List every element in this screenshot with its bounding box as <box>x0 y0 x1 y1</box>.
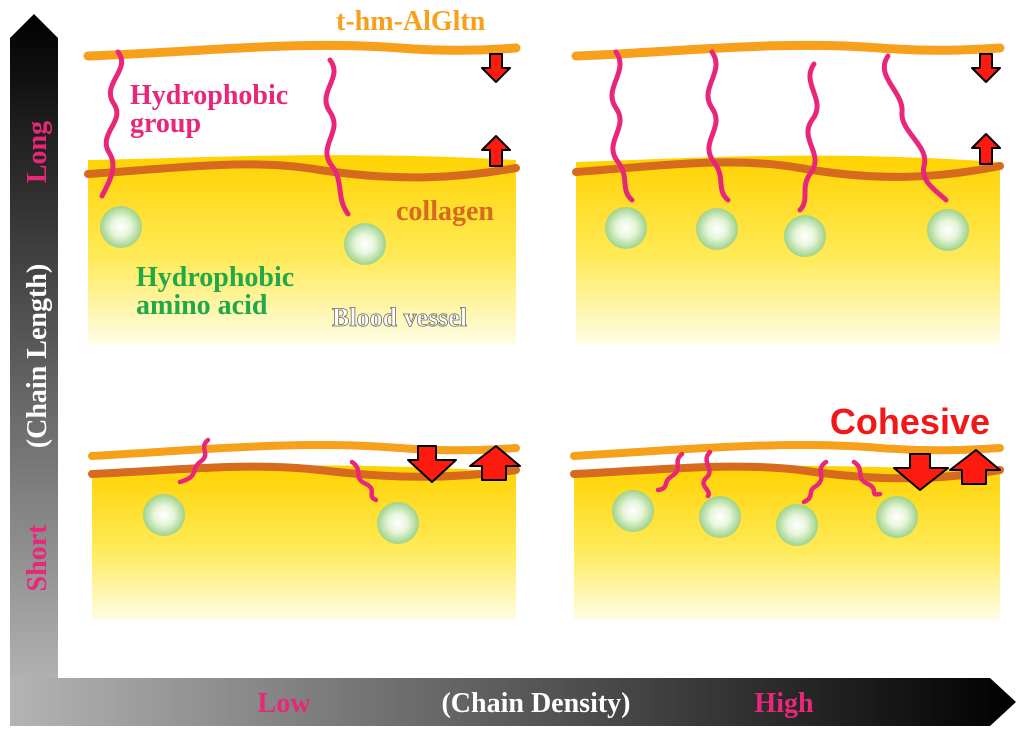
x-axis-title: (Chain Density) <box>441 688 630 719</box>
x-axis-arrow <box>10 678 1016 726</box>
y-axis-arrow <box>10 14 58 690</box>
hydrophobic-group-label: Hydrophobic <box>130 80 288 111</box>
hydrophobic-chain <box>99 49 125 199</box>
hydrophobic-chain <box>701 449 713 499</box>
cohesive-label: Cohesive <box>830 401 990 442</box>
material-layer <box>83 40 521 61</box>
amino-acid-bead <box>344 223 386 265</box>
hydrophobic-chain <box>655 451 685 493</box>
y-axis-short-label: Short <box>22 524 53 592</box>
collagen-layer <box>88 462 520 481</box>
material-layer <box>571 40 1005 61</box>
hydrophobic-amino-label: Hydrophobic <box>136 262 294 293</box>
amino-acid-bead <box>143 494 185 536</box>
y-axis: Long (Chain Length) Short <box>10 14 58 690</box>
panel-short-high: Cohesive <box>570 401 1004 620</box>
amino-acid-bead <box>696 208 738 250</box>
collagen-layer <box>84 160 520 182</box>
up-arrow-icon <box>949 449 1001 485</box>
amino-acid-bead <box>100 206 142 248</box>
blood-vessel-label: Blood vessel <box>332 303 467 332</box>
panel-long-high <box>571 40 1005 344</box>
hydrophobic-chain <box>797 61 820 213</box>
collagen-layer <box>572 158 1004 181</box>
panel-short-low <box>88 437 521 620</box>
up-arrow-icon <box>971 133 1001 165</box>
material-label: t-hm-AlGltn <box>336 6 486 37</box>
down-arrow-icon <box>407 445 457 483</box>
up-arrow-icon <box>469 445 521 481</box>
hydrophobic-chain <box>801 459 829 505</box>
down-arrow-icon <box>893 453 949 491</box>
down-arrow-icon <box>481 53 511 83</box>
hydrophobic-amino-label: amino acid <box>136 290 268 321</box>
tissue-block <box>92 465 516 620</box>
collagen-layer <box>570 462 1004 483</box>
tissue-block <box>576 155 1000 344</box>
x-axis-low-label: Low <box>258 688 312 719</box>
up-arrow-icon <box>481 135 511 167</box>
y-axis-title: (Chain Length) <box>22 264 53 448</box>
panel-long-low: t-hm-AlGltn Hydrophobic group collagen H… <box>83 6 521 344</box>
hydrophobic-chain <box>881 53 949 203</box>
hydrophobic-chain <box>609 49 635 203</box>
hydrophobic-chain <box>705 49 731 203</box>
amino-acid-bead <box>699 496 741 538</box>
amino-acid-bead <box>876 496 918 538</box>
collagen-label: collagen <box>396 196 494 227</box>
hydrophobic-chain <box>177 437 211 485</box>
amino-acid-bead <box>605 207 647 249</box>
x-axis-high-label: High <box>754 688 814 719</box>
hydrophobic-chain <box>851 459 883 497</box>
amino-acid-bead <box>927 209 969 251</box>
material-layer <box>88 441 520 460</box>
amino-acid-bead <box>784 215 826 257</box>
down-arrow-icon <box>971 53 1001 83</box>
tissue-block <box>88 155 516 344</box>
amino-acid-bead <box>612 490 654 532</box>
amino-acid-bead <box>776 504 818 546</box>
amino-acid-bead <box>377 502 419 544</box>
hydrophobic-chain <box>323 57 351 217</box>
material-layer <box>570 441 1004 460</box>
hydrophobic-group-label: group <box>130 108 201 139</box>
hydrophobic-chain <box>349 459 379 503</box>
y-axis-long-label: Long <box>22 121 53 183</box>
x-axis: Low (Chain Density) High <box>10 678 1016 726</box>
